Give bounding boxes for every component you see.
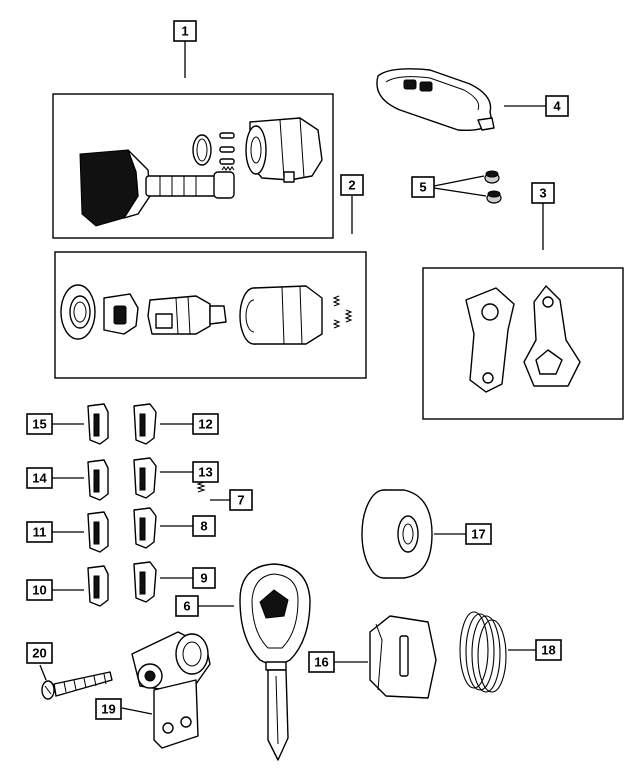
svg-text:15: 15 — [32, 417, 46, 432]
dust-cap — [103, 293, 139, 335]
callout-4: 4 — [545, 95, 569, 117]
lock-wafer-10 — [87, 565, 109, 607]
svg-text:3: 3 — [539, 186, 546, 201]
svg-text:11: 11 — [33, 525, 47, 540]
svg-text:4: 4 — [553, 99, 561, 114]
svg-text:17: 17 — [471, 527, 485, 542]
key-blank — [239, 563, 311, 761]
lock-wafer-15 — [87, 403, 109, 445]
lock-wafer-8 — [133, 507, 157, 549]
screw — [41, 671, 113, 700]
svg-text:14: 14 — [32, 471, 47, 486]
leader-5b — [433, 187, 487, 197]
callout-1: 1 — [173, 20, 197, 42]
svg-text:8: 8 — [200, 519, 207, 534]
svg-text:2: 2 — [348, 178, 355, 193]
lock-springs — [332, 295, 353, 329]
leader-20 — [39, 664, 47, 681]
coil-spring — [459, 611, 507, 693]
leader-19 — [121, 707, 153, 715]
lock-wafer-9 — [133, 561, 157, 603]
lock-wafer-14 — [87, 459, 109, 501]
ignition-pins — [219, 132, 235, 171]
bezel-ring — [60, 284, 96, 340]
frame-lock-cylinder-kit — [54, 251, 367, 379]
svg-text:20: 20 — [32, 646, 46, 661]
frame-retainer — [422, 267, 624, 420]
plug-caps — [484, 170, 502, 204]
o-ring — [192, 134, 212, 166]
svg-text:12: 12 — [198, 417, 212, 432]
callout-3: 3 — [531, 182, 555, 204]
callout-5: 5 — [411, 176, 435, 198]
svg-text:10: 10 — [32, 583, 46, 598]
remote-fob — [376, 68, 495, 132]
callout-8: 8 — [192, 515, 216, 537]
svg-text:9: 9 — [200, 571, 207, 586]
svg-text:13: 13 — [198, 465, 212, 480]
lock-wafer-12 — [133, 403, 157, 445]
lock-bracket — [131, 631, 211, 749]
svg-text:16: 16 — [314, 655, 328, 670]
callout-16: 16 — [308, 651, 335, 673]
retainer-plate-left — [465, 287, 515, 393]
svg-text:1: 1 — [181, 24, 188, 39]
svg-text:19: 19 — [101, 702, 115, 717]
svg-text:5: 5 — [419, 180, 426, 195]
callout-2: 2 — [340, 174, 364, 196]
svg-text:18: 18 — [541, 643, 555, 658]
lock-wafer-13 — [133, 457, 157, 499]
callout-14: 14 — [26, 467, 53, 489]
callout-12: 12 — [192, 413, 219, 435]
callout-19: 19 — [95, 698, 122, 720]
grommet — [361, 489, 433, 579]
ignition-housing — [245, 117, 323, 183]
lock-housing — [239, 285, 323, 345]
frame-ignition-kit — [52, 93, 334, 239]
cylinder-cap — [369, 615, 437, 699]
svg-text:6: 6 — [183, 599, 190, 614]
callout-18: 18 — [535, 639, 562, 661]
callout-9: 9 — [192, 567, 216, 589]
callout-6: 6 — [175, 595, 199, 617]
ignition-key-blade — [145, 171, 235, 199]
ignition-key-head — [79, 149, 151, 227]
callout-11: 11 — [26, 521, 53, 543]
callout-15: 15 — [26, 413, 53, 435]
callout-7: 7 — [229, 489, 253, 511]
lock-wafer-11 — [87, 511, 109, 553]
svg-text:7: 7 — [237, 493, 244, 508]
callout-10: 10 — [26, 579, 53, 601]
callout-20: 20 — [26, 642, 53, 664]
retainer-plate-right — [523, 285, 581, 387]
callout-17: 17 — [465, 523, 492, 545]
callout-13: 13 — [192, 461, 219, 483]
leader-5a — [433, 175, 485, 187]
lock-cylinder — [147, 295, 227, 335]
